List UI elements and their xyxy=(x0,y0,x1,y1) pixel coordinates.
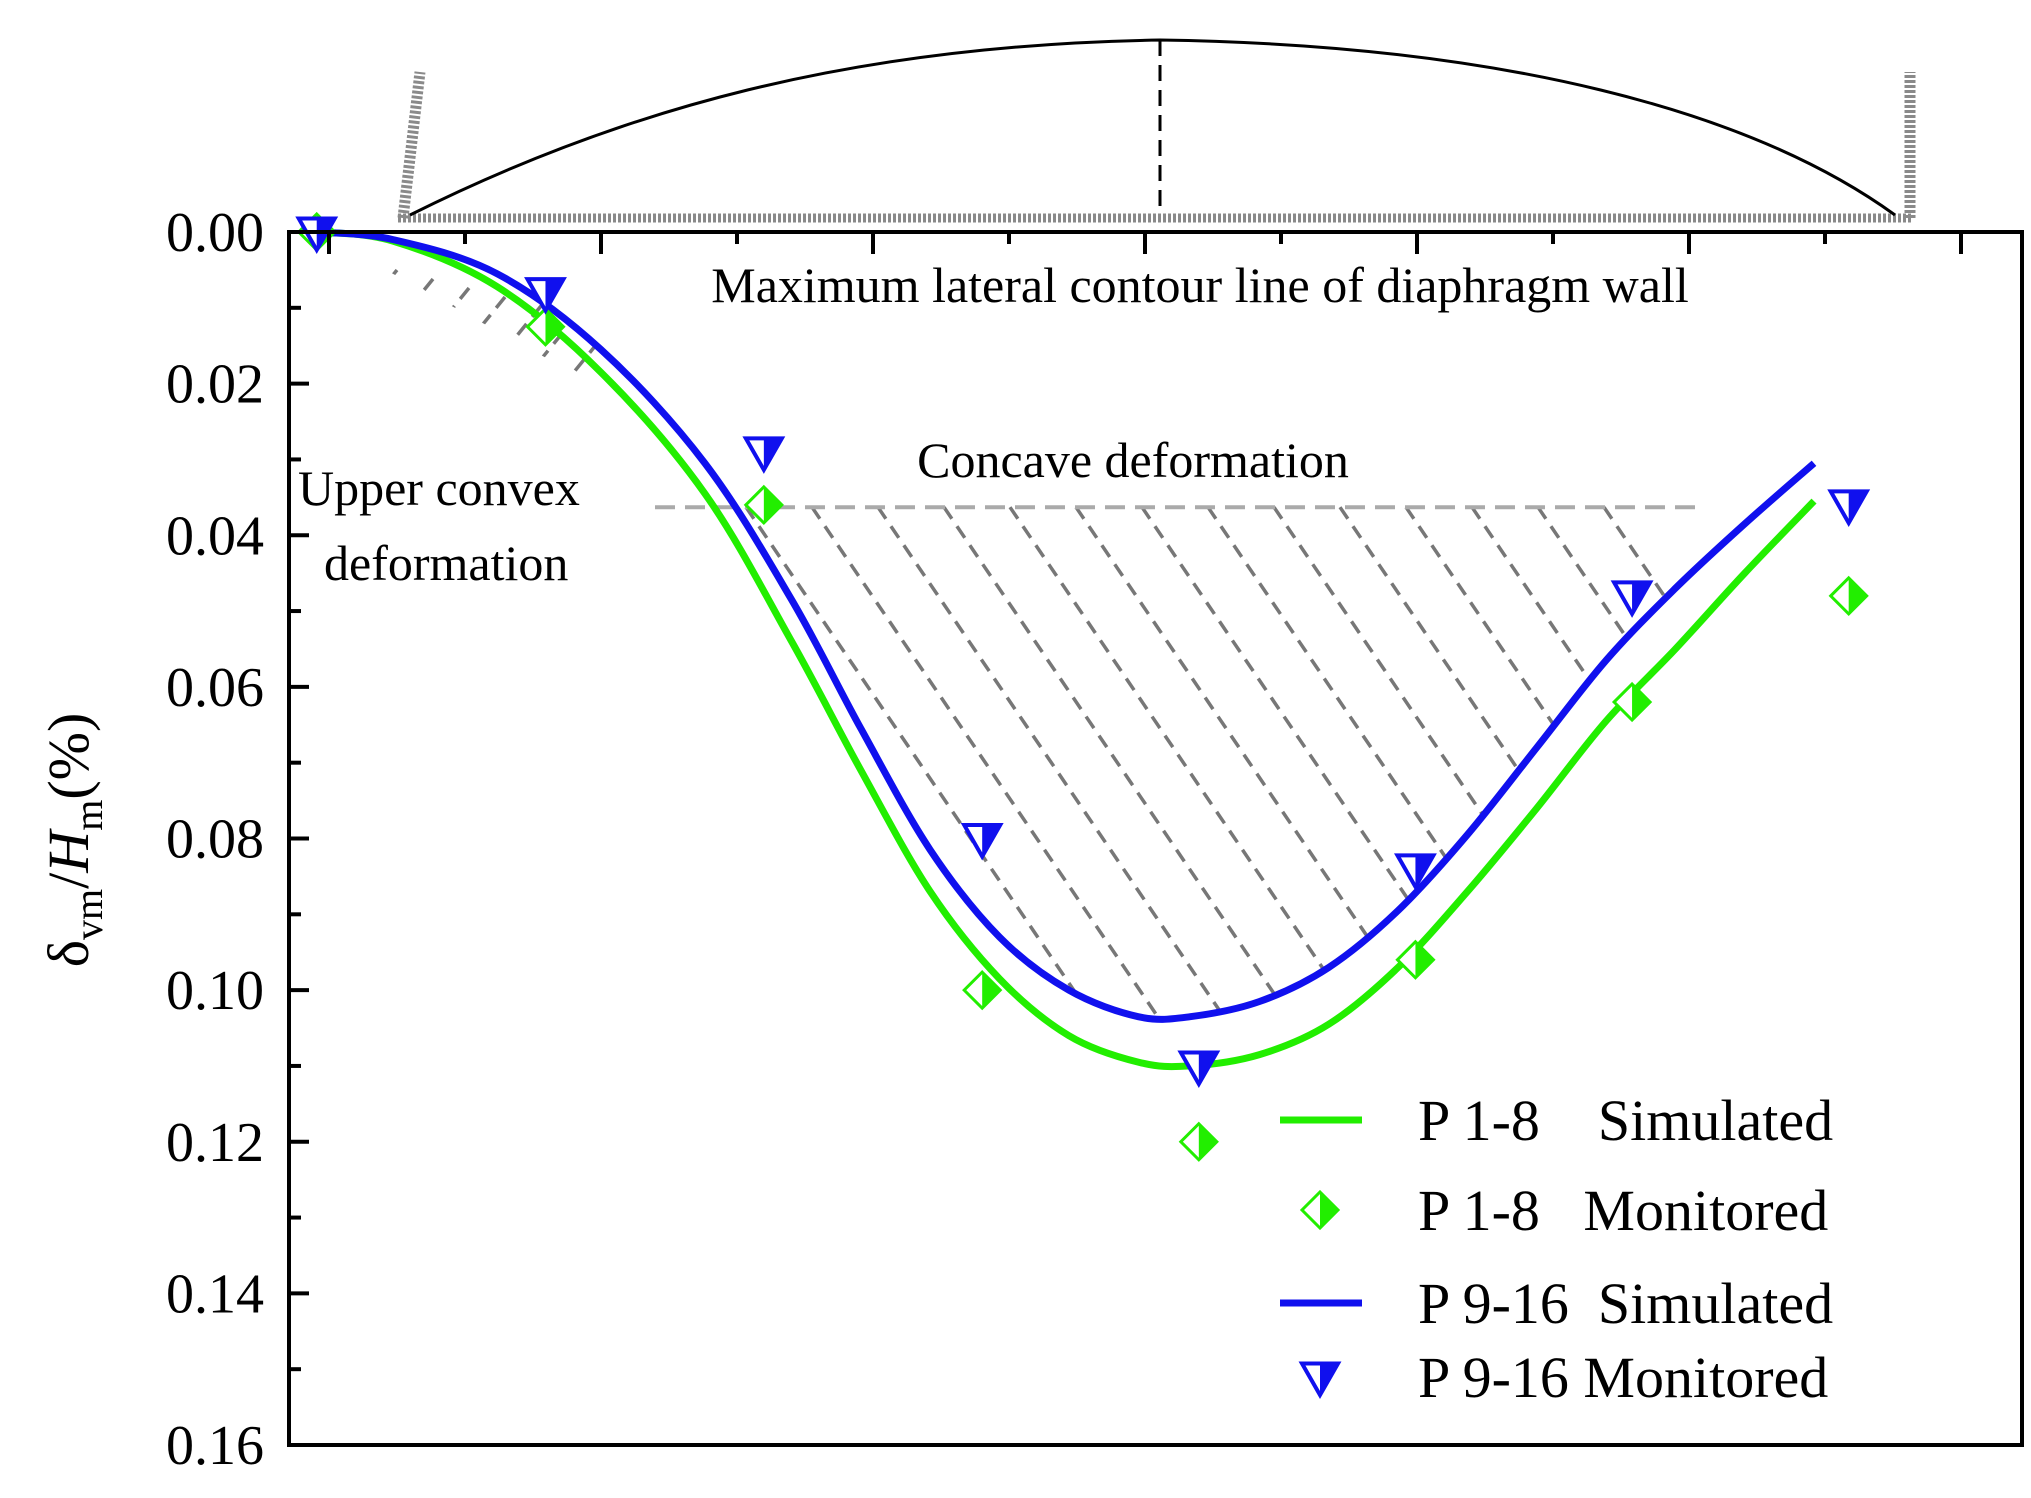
hatch-line xyxy=(1602,506,1849,1017)
y-tick-label: 0.16 xyxy=(166,1415,264,1477)
y-axis-label: δvm/Hm(%) xyxy=(36,713,111,968)
wall-left-side xyxy=(397,71,426,219)
data-point-p1-8-fill xyxy=(982,972,1001,1009)
hatch-line xyxy=(316,259,363,327)
hatch-line xyxy=(876,506,1260,1017)
hatch-line xyxy=(379,277,435,345)
legend-item-p9-16-simulated-label: P 9-16 Simulated xyxy=(1418,1271,1833,1336)
data-point-p1-8-fill xyxy=(1198,1123,1217,1160)
data-point-p9-16-fill xyxy=(763,438,782,470)
data-point-p1-8-fill xyxy=(1632,684,1651,721)
legend-item-p1-8-simulated-label: P 1-8 Simulated xyxy=(1418,1088,1833,1153)
hatch-line xyxy=(343,268,399,336)
data-point-p9-16-fill xyxy=(316,218,335,250)
annotation-concave: Concave deformation xyxy=(917,432,1349,488)
data-point-p1-8-fill xyxy=(763,486,782,523)
legend-item-p9-16-monitored-swatch-fill xyxy=(1320,1363,1338,1395)
hatch-region xyxy=(316,233,1849,1017)
annotation-convex-line2: deformation xyxy=(324,535,568,591)
series-line-p1-8-simulated xyxy=(316,228,1817,1071)
hatch-line xyxy=(487,304,543,372)
legend-item-p1-8-monitored-label: P 1-8 Monitored xyxy=(1418,1178,1828,1243)
annotation-convex-line1: Upper convex xyxy=(298,460,580,516)
contour-arc xyxy=(409,38,1896,217)
data-point-p1-8-fill xyxy=(1848,577,1867,614)
y-tick-label: 0.02 xyxy=(166,354,264,416)
y-tick-label: 0.14 xyxy=(166,1263,264,1325)
y-tick-label: 0.12 xyxy=(166,1112,264,1174)
hatch-line xyxy=(744,506,1128,1017)
y-tick-label: 0.10 xyxy=(166,960,264,1022)
plot-frame xyxy=(287,230,2024,1447)
series-group xyxy=(295,211,1871,1162)
data-point-p1-8-fill xyxy=(1415,941,1434,978)
legend: P 1-8 Simulated P 1-8 Monitored P 9-16 Sim… xyxy=(1280,1088,1833,1410)
data-point-p9-16-fill xyxy=(1632,582,1651,614)
wall-contour-diagram xyxy=(397,38,1916,223)
hatch-line xyxy=(415,286,471,354)
hatch-line xyxy=(810,506,1194,1017)
data-point-p9-16-fill xyxy=(1415,855,1434,887)
y-tick-label: 0.06 xyxy=(166,657,264,719)
series-line-p9-16-simulated xyxy=(316,228,1817,1023)
legend-item-p1-8-monitored-swatch-fill xyxy=(1320,1192,1338,1228)
data-point-p1-8-fill xyxy=(545,308,564,345)
data-point-p9-16-fill xyxy=(1198,1052,1217,1084)
y-tick-label: 0.08 xyxy=(166,809,264,871)
data-point-p9-16-fill xyxy=(545,279,564,311)
hatch-line xyxy=(451,295,507,363)
annotation-contour: Maximum lateral contour line of diaphrag… xyxy=(711,257,1689,313)
hatch-line xyxy=(942,506,1326,1017)
data-point-p9-16-fill xyxy=(982,825,1001,857)
legend-item-p9-16-monitored-label: P 9-16 Monitored xyxy=(1418,1345,1828,1410)
axes: 0.00 0.02 0.04 0.06 0.08 0.10 0.12 0.14 0.16 δvm/… xyxy=(36,202,2024,1477)
y-tick-label: 0.00 xyxy=(166,202,264,264)
data-point-p9-16-fill xyxy=(1848,491,1867,523)
y-tick-label: 0.04 xyxy=(166,505,264,567)
